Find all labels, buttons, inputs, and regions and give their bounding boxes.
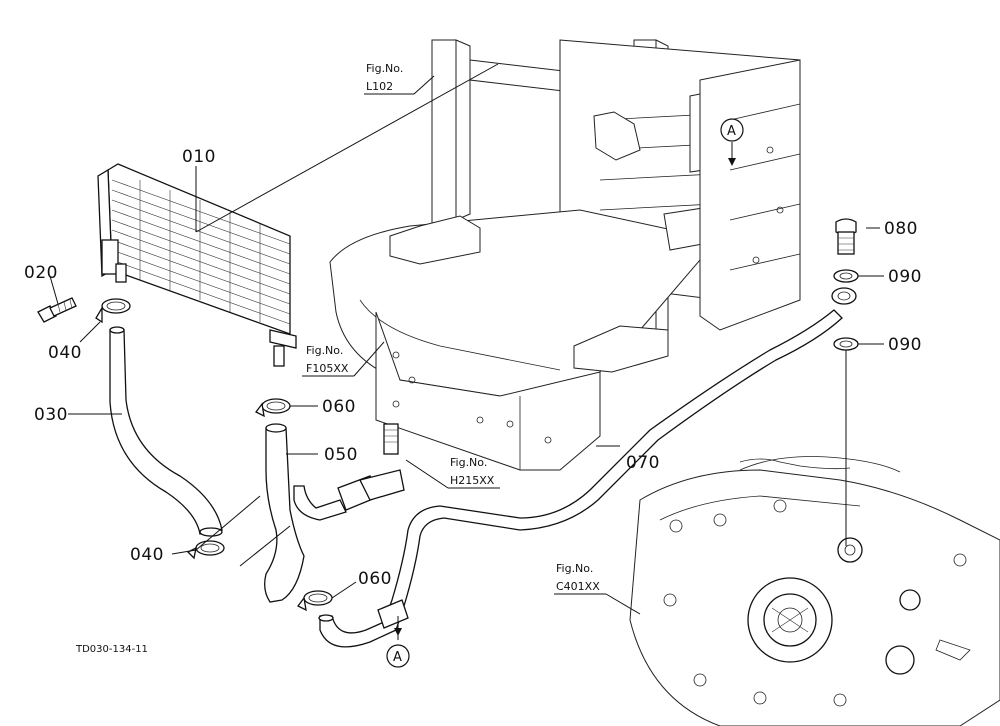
part-label-050: 050 [324,445,358,465]
washer-090-lower [833,337,859,351]
arrow-down-icon [394,628,402,636]
fig-ref-H215XX: Fig.No. H215XX [450,456,495,487]
part-label-030: 030 [34,405,68,425]
svg-text:L102: L102 [366,80,393,93]
transmission-housing [629,456,1000,726]
marker-a-bottom: A [386,644,410,668]
svg-text:C401XX: C401XX [556,580,600,593]
svg-text:H215XX: H215XX [450,474,495,487]
svg-text:A: A [727,124,736,139]
part-label-090: 090 [888,267,922,287]
marker-a-top: A [720,118,744,142]
svg-text:F105XX: F105XX [306,362,349,375]
arrow-down-icon [728,158,736,166]
washer-090-upper [833,269,859,283]
part-label-060: 060 [322,397,356,417]
hose-030 [109,326,223,537]
clamp-040-upper [95,298,131,324]
frame-assembly [329,39,801,471]
part-label-070: 070 [626,453,660,473]
leader-lines [49,63,884,640]
part-label-010: 010 [182,147,216,167]
fig-ref-L102: Fig.No. L102 [366,62,403,93]
pipe-070 [318,309,843,648]
fig-ref-F105XX: Fig.No. F105XX [306,344,349,375]
fig-ref-C401XX: Fig.No. C401XX [556,562,600,593]
svg-text:A: A [393,650,402,665]
hose-050 [264,423,305,603]
svg-text:Fig.No.: Fig.No. [556,562,593,575]
part-label-040: 040 [130,545,164,565]
part-label-060: 060 [358,569,392,589]
diagram-code: TD030-134-11 [75,644,148,655]
part-label-020: 020 [24,263,58,283]
part-label-040: 040 [48,343,82,363]
oil-cooler [97,163,297,367]
svg-text:Fig.No.: Fig.No. [366,62,403,75]
banjo-bolt-080 [835,218,857,255]
banjo-fitting [831,287,857,305]
clamp-060-lower [297,590,333,612]
svg-text:Fig.No.: Fig.No. [450,456,487,469]
hose-connector [293,423,405,521]
svg-text:Fig.No.: Fig.No. [306,344,343,357]
part-label-080: 080 [884,219,918,239]
clamp-060-upper [255,398,291,418]
bolt-020 [37,297,77,323]
part-label-090: 090 [888,335,922,355]
clamp-040-lower [186,540,225,560]
